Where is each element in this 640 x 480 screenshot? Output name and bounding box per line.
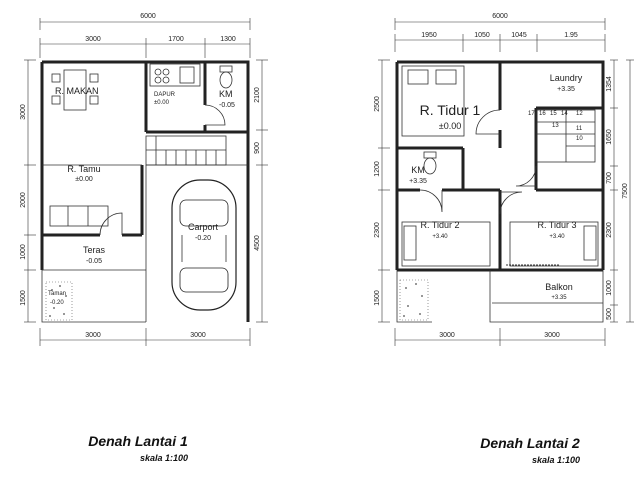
plan1-room-taman-elev: -0.20 <box>50 300 64 306</box>
plan2-toilet-icon <box>423 151 437 175</box>
plan2-title: Denah Lantai 2 <box>480 435 580 451</box>
plan2-room-balkon: Balkon <box>545 282 573 292</box>
plan2-stair-num-4: 14 <box>561 111 568 117</box>
plan1-left-dim-4: 1500 <box>20 290 27 306</box>
plan2-room-tidur3-elev: +3.40 <box>549 234 565 240</box>
plan1-left-dim-3: 1000 <box>20 244 27 260</box>
plan1-room-makan: R. MAKAN <box>55 86 99 96</box>
plan1-room-dapur: DAPUR <box>154 92 176 98</box>
plan2-scale: skala 1:100 <box>532 455 580 465</box>
plan2-room-tidur3: R. Tidur 3 <box>537 220 576 230</box>
plan2-door-tidur2 <box>419 189 443 213</box>
plan2-right-total-dim: 7500 <box>622 183 629 199</box>
plan1-title: Denah Lantai 1 <box>88 433 188 449</box>
plan2-left-dim-4: 1500 <box>374 290 381 306</box>
plan1-room-dapur-elev: ±0.00 <box>154 100 170 106</box>
floor-plan-1: 6000 3000 1700 1300 3000 2000 1000 1500 … <box>20 13 268 463</box>
plan2-room-laundry: Laundry <box>550 73 583 83</box>
plan2-bottom-dim-2: 3000 <box>544 332 560 339</box>
plan1-sofa <box>49 205 109 227</box>
plan2-top-total-dim: 6000 <box>492 13 508 20</box>
plan1-dining-table <box>51 69 99 111</box>
plan1-top-dim-3: 1300 <box>220 36 236 43</box>
plan2-right-dim-3: 700 <box>606 172 613 184</box>
plan2-left-dim-2: 1200 <box>374 161 381 177</box>
plan2-left-dim-1: 2500 <box>374 96 381 112</box>
plan2-top-dim-3: 1045 <box>511 32 527 39</box>
plan2-top-dim-2: 1050 <box>474 32 490 39</box>
plan2-door-tidur1 <box>475 109 501 135</box>
floor-plan-2: 6000 1950 1050 1045 1.95 2500 1200 2300 … <box>374 13 634 465</box>
plan1-door-teras <box>99 212 123 236</box>
plan2-room-km: KM <box>411 165 425 175</box>
plan1-room-tamu: R. Tamu <box>67 164 100 174</box>
plan2-stair-num-3: 15 <box>550 111 557 117</box>
plan2-right-dim-6: 500 <box>606 308 613 320</box>
plan2-right-dim-1: 1354 <box>606 76 613 92</box>
plan1-left-dim-2: 2000 <box>20 192 27 208</box>
plan2-outer-wall <box>397 60 605 270</box>
plan1-top-dim-2: 1700 <box>168 36 184 43</box>
plan2-stair-num-8: 10 <box>576 136 583 142</box>
plan1-room-carport-elev: -0.20 <box>195 235 211 242</box>
plan1-room-teras: Teras <box>83 245 106 255</box>
plan1-right-dim-1: 2100 <box>254 87 261 103</box>
plan2-room-balkon-elev: +3.35 <box>551 295 567 301</box>
plan1-top-dim-1: 3000 <box>85 36 101 43</box>
plan2-top-dim-4: 1.95 <box>564 32 578 39</box>
plan1-door-km <box>204 104 226 126</box>
plan2-room-tidur1: R. Tidur 1 <box>420 102 481 118</box>
plan1-room-km-elev: -0.05 <box>219 102 235 109</box>
plan2-door-laundry <box>515 165 537 187</box>
plan2-room-tidur2: R. Tidur 2 <box>420 220 459 230</box>
plan2-door-tidur3 <box>499 191 523 215</box>
plan2-planter-hatch <box>399 279 429 321</box>
plan1-kitchen-counter <box>149 63 201 87</box>
plan2-top-dim-1: 1950 <box>421 32 437 39</box>
plan2-right-dim-4: 2300 <box>606 222 613 238</box>
plan2-bed-3 <box>509 221 599 267</box>
plan1-room-carport: Carport <box>188 222 219 232</box>
plan1-stairs <box>145 135 227 166</box>
plan2-stair-num-7: 11 <box>576 126 583 132</box>
plan1-bottom-dim-1: 3000 <box>85 332 101 339</box>
plan2-bed-1 <box>401 65 465 137</box>
plan1-right-dim-2: 900 <box>254 142 261 154</box>
plan2-stairs: 17 16 15 14 13 12 11 10 <box>528 109 596 163</box>
plan1-room-teras-elev: -0.05 <box>86 258 102 265</box>
plan1-car-icon <box>171 179 237 311</box>
plan2-stair-num-5: 13 <box>552 123 559 129</box>
plan1-outer-wall <box>42 60 250 322</box>
plan2-stair-num-1: 17 <box>528 111 535 117</box>
plan1-left-dim-1: 3000 <box>20 104 27 120</box>
plan1-top-total-dim: 6000 <box>140 13 156 20</box>
plan2-stair-num-2: 16 <box>539 111 546 117</box>
plan2-room-tidur1-elev: ±0.00 <box>439 121 461 131</box>
plan1-room-taman: Taman <box>48 291 66 297</box>
plan1-room-km: KM <box>219 89 233 99</box>
plan1-garden-hatch <box>45 281 73 321</box>
plan2-room-laundry-elev: +3.35 <box>557 86 575 93</box>
plan2-right-dim-5: 1000 <box>606 280 613 296</box>
plan2-bottom-dim-1: 3000 <box>439 332 455 339</box>
plan1-bottom-dim-2: 3000 <box>190 332 206 339</box>
plan1-toilet-icon <box>219 65 233 89</box>
plan1-scale: skala 1:100 <box>140 453 188 463</box>
plan2-bed-2 <box>401 221 491 267</box>
plan2-room-tidur2-elev: +3.40 <box>432 234 448 240</box>
plan2-left-dim-3: 2300 <box>374 222 381 238</box>
plan2-stair-num-6: 12 <box>576 111 583 117</box>
plan2-room-km-elev: +3.35 <box>409 178 427 185</box>
plan1-right-dim-3: 4500 <box>254 235 261 251</box>
plan1-room-tamu-elev: ±0.00 <box>75 176 93 183</box>
plan2-right-dim-2: 1650 <box>606 129 613 145</box>
